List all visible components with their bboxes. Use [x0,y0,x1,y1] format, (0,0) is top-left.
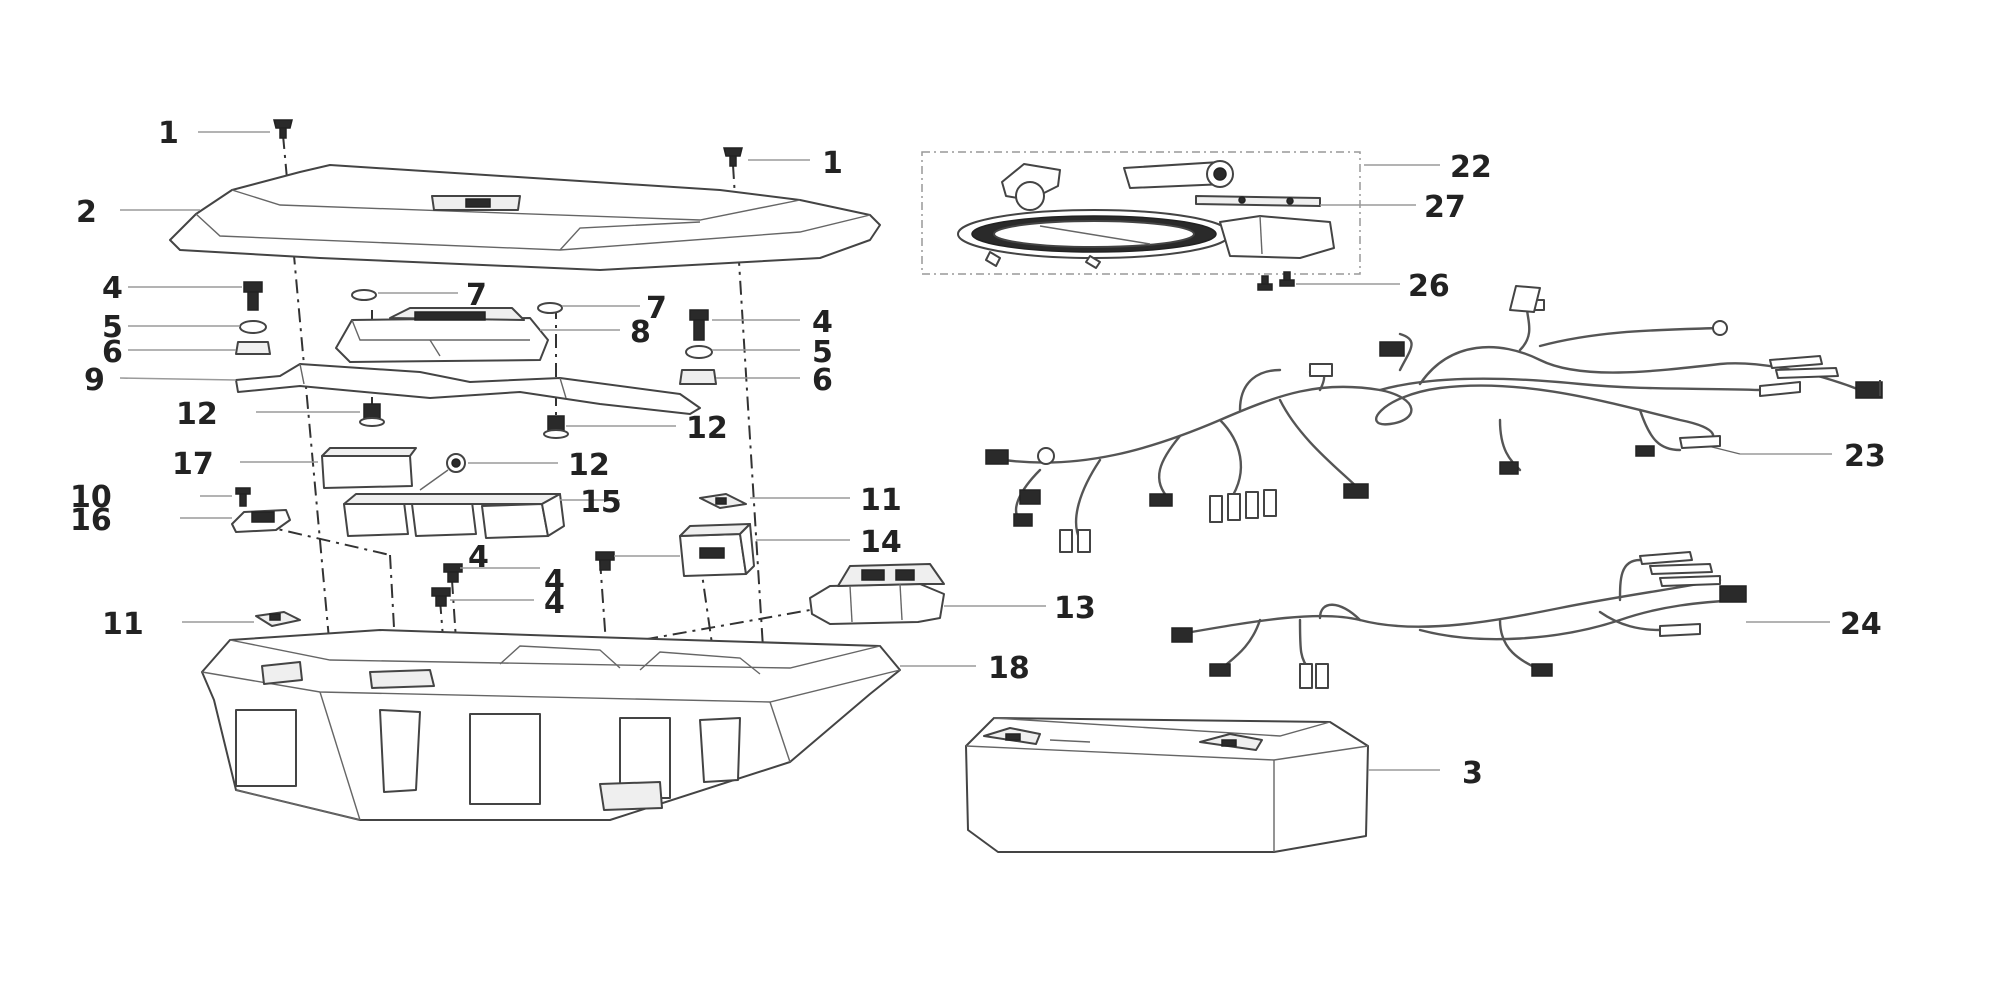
regulator-13 [809,563,945,625]
callout-18: 18 [988,651,1030,686]
kit-22-parts [957,160,1335,269]
callout-16: 16 [70,503,112,538]
callout-11-lower: 11 [102,607,144,642]
ecu-module [335,307,549,363]
callout-5-left: 5 [102,310,123,345]
callout-4-lower-b: 4 [544,564,565,599]
callout-1-left: 1 [158,116,179,151]
callout-12-mid: 12 [568,448,610,483]
bolt-4-lower-b [443,563,463,583]
mounting-bracket [235,363,701,415]
callout-26: 26 [1408,269,1450,304]
callout-27: 27 [1424,190,1466,225]
callout-24: 24 [1840,607,1882,642]
screw-1-left [273,119,293,139]
washer-7-left [351,289,377,301]
callout-4-lower-a: 4 [468,540,489,575]
nut-6-right [679,369,717,385]
callout-12-left: 12 [176,397,218,432]
callout-10: 10 [70,480,112,515]
battery-box-18 [201,629,901,821]
wiring-harness-23 [985,285,1883,553]
relay-17 [321,447,417,489]
bolt-4-lower-c [431,587,451,607]
fuse-holder-14 [679,523,755,577]
eyelet-12 [419,453,466,491]
nut-6-left [235,341,271,355]
kit-22-outline [921,151,1361,275]
callout-2: 2 [76,195,97,230]
callout-4-upper-right: 4 [812,305,833,340]
callout-15: 15 [580,485,622,520]
screws-26 [1257,271,1295,291]
relay-block-15 [343,493,565,539]
callout-6-left: 6 [102,335,123,370]
clip-11-right [699,493,747,509]
callout-4-lower-c: 4 [544,586,565,621]
callout-9: 9 [84,363,105,398]
screw-1-right [723,147,743,167]
wiring-harness-24 [1171,551,1747,689]
screw-10 [235,487,251,507]
callout-labels: 1 1 2 3 4 4 4 4 4 5 5 6 6 7 7 8 9 10 11 … [70,116,1886,791]
battery-3 [965,717,1369,853]
callout-5-right: 5 [812,335,833,370]
washer-5-left [239,320,267,334]
washer-5-right [685,345,713,359]
callout-7-right: 7 [646,291,667,326]
callout-4-upper-left: 4 [102,271,123,306]
bolt-4-left [243,281,263,311]
nut-12-right [543,415,569,439]
callout-1-right: 1 [822,146,843,181]
nut-12-left [359,403,385,427]
callout-12-right: 12 [686,411,728,446]
washer-7-right [537,302,563,314]
callout-7-left: 7 [466,278,487,313]
bolt-4-lower-a [595,551,615,571]
callout-8: 8 [630,315,651,350]
callout-11-upper: 11 [860,483,902,518]
callout-17: 17 [172,447,214,482]
callout-3: 3 [1462,756,1483,791]
clip-11-left [255,611,301,627]
callout-23: 23 [1844,439,1886,474]
callout-13: 13 [1054,591,1096,626]
leader-lines [119,131,1832,771]
top-cover [169,164,881,271]
callout-22: 22 [1450,150,1492,185]
bracket-16 [231,509,291,533]
bolt-4-right [689,309,709,341]
callout-6-right: 6 [812,363,833,398]
callout-14: 14 [860,525,902,560]
